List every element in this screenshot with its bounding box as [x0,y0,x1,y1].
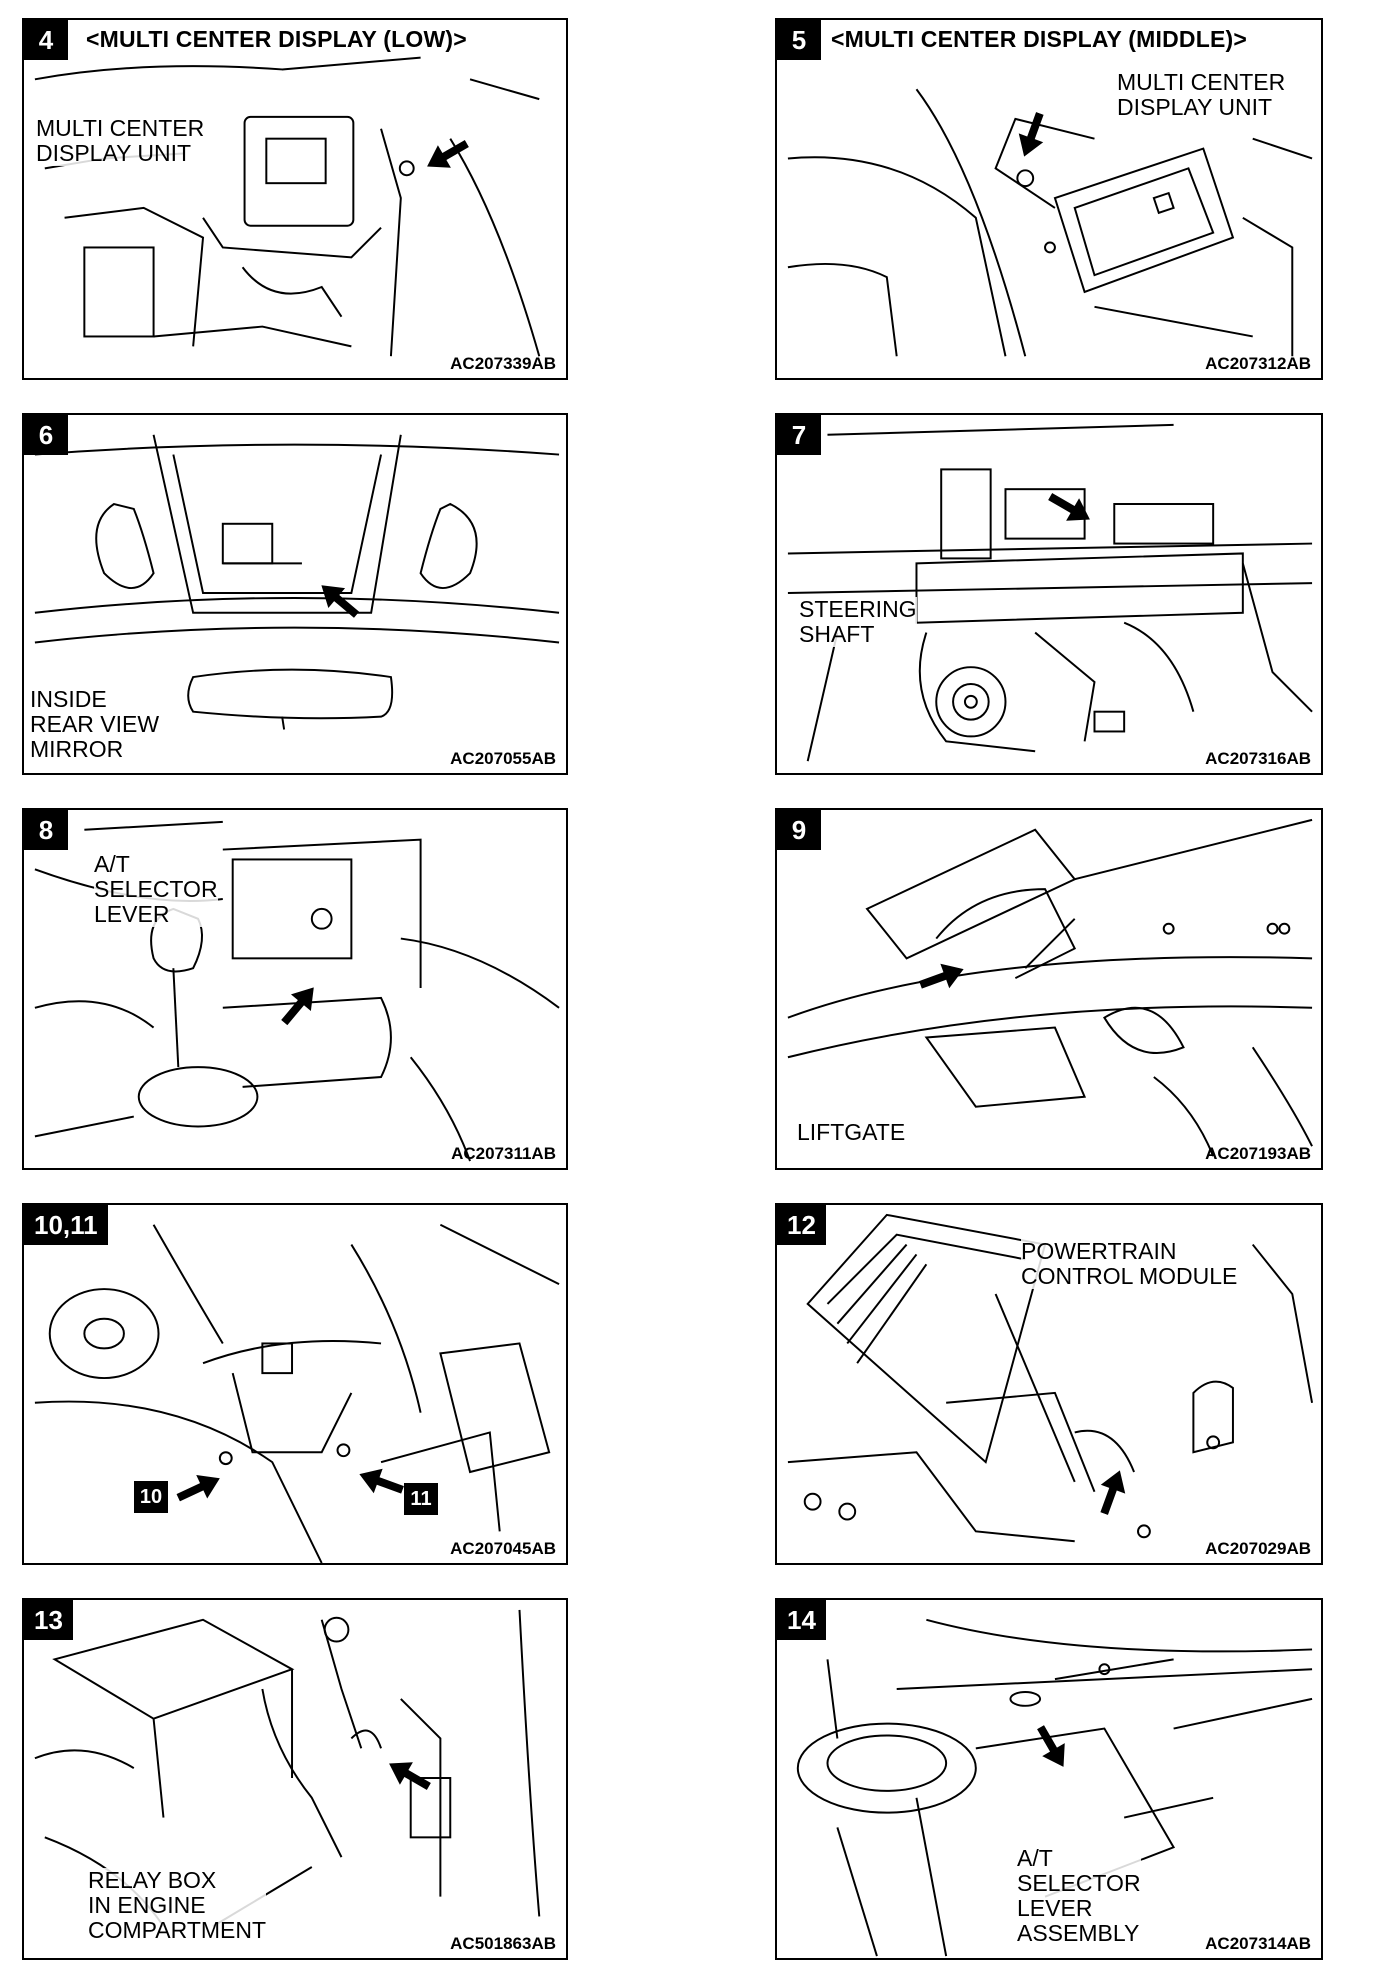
panel-7-code: AC207316AB [1205,749,1311,768]
panel-4-code: AC207339AB [450,354,556,373]
panel-5: 5 <MULTI CENTER DISPLAY (MIDDLE)> MULTI … [775,18,1323,380]
panel-4: 4 <MULTI CENTER DISPLAY (LOW)> MULTI CEN… [22,18,568,380]
panel-10-11-code: AC207045AB [450,1539,556,1558]
panel-9-illustration [787,818,1313,1157]
panel-9-code: AC207193AB [1205,1144,1311,1163]
panel-13-label-relay-box: RELAY BOX IN ENGINE COMPARTMENT [88,1867,267,1943]
panel-12-code: AC207029AB [1205,1539,1311,1558]
panel-4-illustration [34,56,541,357]
panel-14-label-selector-assembly: A/T SELECTOR LEVER ASSEMBLY [1017,1845,1141,1946]
panel-4-number: 4 [24,20,68,60]
panel-8-number: 8 [24,810,68,850]
callout-10: 10 [134,1481,168,1513]
panel-10-11-number: 10,11 [24,1205,108,1245]
panel-14-code: AC207314AB [1205,1934,1311,1953]
callout-11: 11 [404,1483,438,1515]
panel-7-illustration [787,423,1313,762]
panel-5-code: AC207312AB [1205,354,1311,373]
panel-6-number: 6 [24,415,68,455]
panel-14: 14 A/T SELECTOR LEVER ASSEMBLY AC207314A… [775,1598,1323,1960]
panel-9-label-liftgate: LIFTGATE [797,1119,906,1145]
panel-13-number: 13 [24,1600,73,1640]
panel-12: 12 POWERTRAIN CONTROL MODULE AC207029AB [775,1203,1323,1565]
panel-7-label-steering: STEERING SHAFT [799,596,917,647]
panel-4-label-display-unit: MULTI CENTER DISPLAY UNIT [36,115,205,166]
panel-5-title: <MULTI CENTER DISPLAY (MIDDLE)> [831,26,1247,52]
panel-10-11: 10,11 10 11 AC207045AB [22,1203,568,1565]
panel-12-label-pcm: POWERTRAIN CONTROL MODULE [1021,1238,1238,1289]
panel-6-code: AC207055AB [450,749,556,768]
panel-12-number: 12 [777,1205,826,1245]
panel-9: 9 LIFTGATE AC207193AB [775,808,1323,1170]
panel-6-illustration [34,434,560,730]
panel-12-illustration [787,1213,1314,1543]
panel-6-label-mirror: INSIDE REAR VIEW MIRROR [30,686,160,762]
panel-6: 6 INSIDE REAR VIEW MIRROR AC207055AB [22,413,568,775]
panel-5-illustration [787,88,1313,357]
panel-8: 8 A/T SELECTOR LEVER AC207311AB [22,808,568,1170]
panel-8-code: AC207311AB [451,1144,556,1163]
panel-13: 13 RELAY BOX IN ENGINE COMPARTMENT AC501… [22,1598,568,1960]
panel-7-number: 7 [777,415,821,455]
panel-5-label-display-unit: MULTI CENTER DISPLAY UNIT [1117,69,1286,120]
panel-9-number: 9 [777,810,821,850]
panel-14-number: 14 [777,1600,826,1640]
panel-10-11-illustration [34,1223,560,1563]
panel-13-code: AC501863AB [450,1934,556,1953]
panel-5-number: 5 [777,20,821,60]
panel-7: 7 STEERING SHAFT AC207316AB [775,413,1323,775]
panel-8-label-selector-lever: A/T SELECTOR LEVER [94,851,218,927]
panel-4-title: <MULTI CENTER DISPLAY (LOW)> [86,26,467,52]
